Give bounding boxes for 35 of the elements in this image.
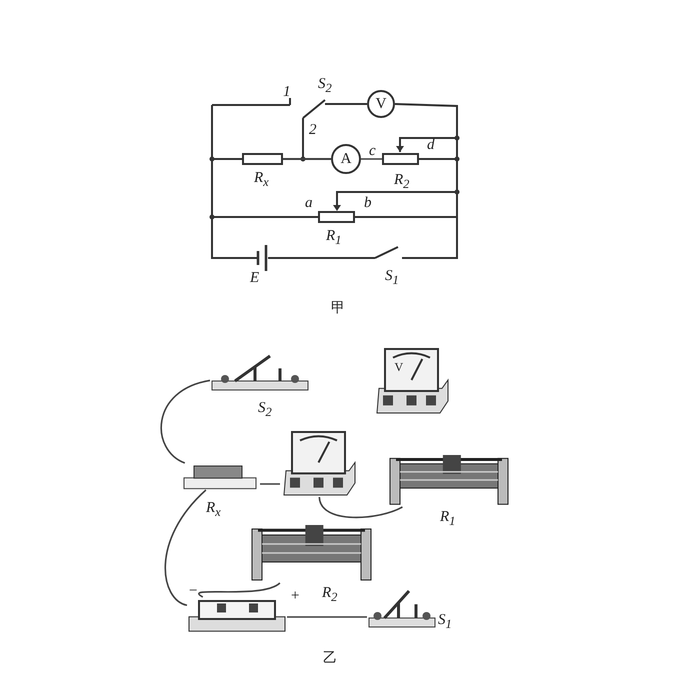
resistor-symbol xyxy=(318,211,355,223)
component-label: R$_{1}$ xyxy=(440,509,456,529)
wire xyxy=(283,158,331,160)
switch-label: S$_{1}$ xyxy=(385,268,399,288)
wire xyxy=(287,616,367,618)
terminal-label: 2 xyxy=(309,122,316,138)
ammeter-symbol: A xyxy=(331,144,361,174)
wire xyxy=(164,489,206,606)
voltmeter-symbol: V xyxy=(367,90,395,118)
component-label: R$_{2}$ xyxy=(394,172,410,192)
polarity-sign: − xyxy=(188,583,198,599)
meter-label: V xyxy=(394,359,404,375)
figure-label: 甲 xyxy=(331,300,345,316)
terminal-label: b xyxy=(364,195,372,211)
component-label: R$_{x}$ xyxy=(254,170,269,190)
component-label: S$_{1}$ xyxy=(438,612,452,632)
wire xyxy=(198,582,280,598)
wire xyxy=(160,380,210,464)
polarity-sign: + xyxy=(290,588,300,604)
figure-label: 乙 xyxy=(323,650,337,666)
terminal-label: a xyxy=(305,195,312,211)
switch-label: S$_{2}$ xyxy=(318,76,332,96)
resistor-symbol xyxy=(242,153,283,165)
wire xyxy=(361,158,382,160)
component-label: S$_{2}$ xyxy=(258,400,272,420)
component-label: R$_{2}$ xyxy=(322,585,338,605)
terminal-label: d xyxy=(427,137,434,153)
component-label: E xyxy=(250,270,260,286)
terminal-label: 1 xyxy=(283,84,290,100)
wire xyxy=(260,483,280,485)
terminal-label: c xyxy=(369,143,376,159)
component-label: R$_{1}$ xyxy=(326,228,342,248)
resistor-symbol xyxy=(382,153,419,165)
component-label: R$_{x}$ xyxy=(206,500,221,520)
wire xyxy=(318,496,403,518)
